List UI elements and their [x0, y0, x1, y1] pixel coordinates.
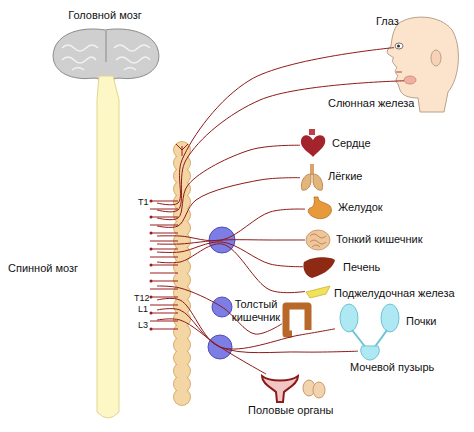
node-label: Половые органы [248, 404, 333, 417]
segment-dot [150, 312, 153, 315]
node-label: Лёгкие [328, 170, 362, 183]
intestine-loops [310, 234, 326, 247]
sympathetic-trunk [174, 150, 190, 400]
nerve-connector [157, 209, 305, 241]
small-intestine-shape [306, 230, 330, 250]
liver-node: Печень [303, 258, 335, 278]
mouth [396, 72, 402, 73]
segment-dot [150, 232, 153, 235]
segment-label: T1 [138, 197, 149, 207]
node-label: Тонкий кишечник [336, 233, 423, 246]
pupil [397, 45, 400, 48]
nerve-connector [157, 178, 300, 228]
segment-label: L3 [138, 320, 148, 330]
stomach-shape [308, 197, 331, 219]
eye-node: Глаз [394, 42, 404, 51]
sympathetic-trunk-outline [173, 150, 191, 400]
heart-node: Сердце [300, 132, 326, 156]
node-label: Спинной мозг [8, 262, 78, 275]
sympathetic-trunk-core [178, 150, 186, 400]
segment-dot [150, 296, 153, 299]
large-intestine-node: Толстый кишечник [282, 300, 312, 336]
genitals-node: Половые органы [258, 374, 324, 402]
small-intestine-node: Тонкий кишечник [305, 228, 331, 252]
segment-nerve [150, 201, 178, 329]
uterus-shape [262, 376, 298, 402]
brain-gyri [62, 45, 150, 70]
node-label: Поджелудочная железа [334, 287, 455, 300]
node-label: Головной мозг [50, 9, 160, 22]
lung-shape [313, 174, 323, 190]
kidney-shape [340, 304, 358, 332]
segment-dot [150, 280, 153, 283]
bladder-shape [361, 346, 380, 360]
node-label: Сердце [332, 137, 371, 150]
lungs-node: Лёгкие [300, 164, 324, 190]
node-label: Толстый кишечник [230, 298, 282, 324]
nerve-connector [157, 286, 282, 334]
heart-vessel [309, 129, 315, 135]
segment-label: L1 [138, 304, 148, 314]
segment-dots [150, 200, 153, 331]
spinal-cord-shape [97, 76, 119, 418]
brain-fissure [106, 31, 107, 62]
spinal-cord-node: Спинной мозг [94, 78, 157, 420]
nerve-connector [157, 244, 305, 293]
heart-shape [301, 135, 325, 157]
segment-dot [150, 200, 153, 203]
node-label: Желудок [338, 201, 383, 214]
nerve-connector [157, 242, 303, 267]
pancreas-shape [306, 286, 330, 298]
salivary-gland-shape [404, 76, 416, 84]
nerve-connector [157, 145, 300, 219]
trachea [310, 164, 314, 175]
bladder-node: Мочевой пузырь [358, 343, 382, 359]
node-label: Мочевой пузырь [350, 361, 434, 374]
segment-label: T12 [134, 293, 150, 303]
kidneys-node: Почки [335, 303, 401, 343]
nerve-connector [157, 319, 266, 374]
node-label: Почки [406, 315, 436, 328]
segment-dot [150, 328, 153, 331]
large-intestine-shape [286, 306, 308, 334]
ear [431, 50, 441, 66]
pancreas-node: Поджелудочная железа [305, 286, 331, 298]
segment-dot [150, 248, 153, 251]
eye-shape [395, 43, 403, 49]
salivary-gland-node: Слюнная железа [404, 76, 416, 84]
brain-node: Головной мозг [50, 28, 160, 82]
segment-dot [150, 216, 153, 219]
nerve-connector [157, 48, 394, 205]
testis-shape [313, 382, 325, 398]
liver-shape [303, 257, 335, 278]
node-label: Слюнная железа [328, 97, 414, 110]
segment-dot [150, 264, 153, 267]
lung-shape [301, 174, 311, 190]
node-label: Печень [343, 261, 380, 274]
nerve-connector [157, 298, 335, 349]
node-label: Глаз [376, 15, 399, 28]
ureter [352, 330, 387, 348]
kidney-shape [381, 304, 399, 332]
stomach-node: Желудок [305, 196, 333, 220]
nerve-connector [157, 240, 305, 245]
brain-shape [53, 29, 159, 80]
